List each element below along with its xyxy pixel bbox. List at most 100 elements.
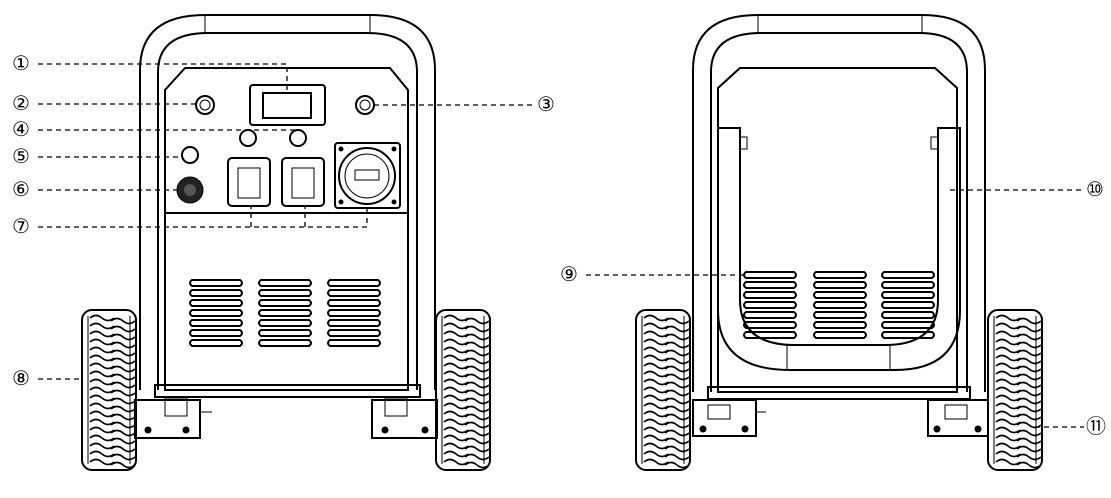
front-handle-frame: [139, 14, 436, 390]
vent-slat: [743, 271, 797, 279]
tread-mark: [443, 362, 490, 373]
front-feet: [134, 397, 438, 439]
tread-mark: [89, 314, 136, 325]
wheel-icon: [81, 309, 491, 471]
tread-mark: [443, 378, 490, 389]
vent-slat: [258, 339, 312, 347]
tread-mark: [89, 346, 136, 357]
callout-label-10: ⑩: [1086, 179, 1104, 201]
vent-slat: [813, 291, 867, 299]
tread-mark: [89, 450, 136, 461]
callout-5: ⑤: [12, 146, 182, 168]
vent-slat: [189, 339, 243, 347]
vent-slat: [743, 321, 797, 329]
indicator-left: [195, 95, 215, 115]
callouts: ① ② ③ ④ ⑤ ⑥ ⑦: [12, 53, 1106, 438]
callout-label-11: ⑪: [1086, 415, 1106, 438]
callout-7: ⑦: [12, 207, 368, 238]
tread-mark: [643, 338, 690, 349]
callout-label-2: ②: [12, 93, 30, 115]
tread-mark: [443, 426, 490, 437]
vent-icon: [743, 271, 935, 339]
tread-mark: [643, 434, 690, 445]
vent-slat: [881, 281, 935, 289]
callout-label-5: ⑤: [12, 146, 30, 168]
tread-mark: [995, 450, 1042, 461]
tread-mark: [443, 450, 490, 461]
vent-slat: [881, 331, 935, 339]
tread-mark: [89, 330, 136, 341]
vent-slat: [258, 299, 312, 307]
wheel: [635, 309, 691, 471]
tread-mark: [89, 370, 136, 381]
rear-body: [707, 67, 971, 400]
tread-mark: [643, 330, 690, 341]
vent-slat: [189, 299, 243, 307]
tread-mark: [443, 418, 490, 429]
callout-label-7: ⑦: [12, 216, 30, 238]
callout-label-1: ①: [12, 53, 30, 75]
tread-mark: [443, 338, 490, 349]
tread-mark: [443, 346, 490, 357]
tread-mark: [643, 346, 690, 357]
tread-mark: [443, 354, 490, 365]
wheel-icon: [635, 309, 1043, 471]
tread-mark: [443, 322, 490, 333]
vent-slat: [258, 279, 312, 287]
tread-mark: [995, 322, 1042, 333]
tread-mark: [995, 330, 1042, 341]
tread-mark: [643, 426, 690, 437]
callout-2: ②: [12, 93, 196, 115]
button-small: [181, 146, 199, 164]
tread-mark: [995, 418, 1042, 429]
tread-mark: [89, 338, 136, 349]
vent-slat: [881, 311, 935, 319]
tread-mark: [995, 386, 1042, 397]
tread-mark: [643, 410, 690, 421]
vent-slat: [881, 291, 935, 299]
tread-mark: [995, 434, 1042, 445]
vent-slat: [743, 311, 797, 319]
tread-mark: [643, 362, 690, 373]
tread-mark: [89, 354, 136, 365]
vent-slat: [743, 291, 797, 299]
rear-u-handle: [717, 127, 961, 371]
callout-label-6: ⑥: [12, 179, 30, 201]
vent-slat: [743, 281, 797, 289]
tread-mark: [89, 426, 136, 437]
round-socket: [334, 142, 401, 209]
tread-mark: [995, 370, 1042, 381]
vent-slat: [881, 271, 935, 279]
tread-mark: [643, 370, 690, 381]
vent-slat: [189, 289, 243, 297]
tread-mark: [995, 442, 1042, 453]
vent-slat: [813, 331, 867, 339]
tread-mark: [89, 402, 136, 413]
tread-mark: [443, 386, 490, 397]
tread-mark: [995, 362, 1042, 373]
tread-mark: [995, 402, 1042, 413]
vent-slat: [813, 271, 867, 279]
tread-mark: [643, 322, 690, 333]
vent-icon: [189, 279, 381, 347]
tread-mark: [995, 338, 1042, 349]
callout-label-9: ⑨: [560, 264, 578, 286]
callout-6: ⑥: [12, 179, 177, 201]
callout-label-8: ⑧: [12, 368, 30, 390]
breaker-2: [289, 129, 307, 147]
tread-mark: [89, 394, 136, 405]
tread-mark: [643, 402, 690, 413]
switch-icon: [249, 84, 326, 126]
callout-4: ④: [12, 119, 298, 141]
tread-mark: [995, 410, 1042, 421]
indicator-right: [355, 95, 375, 115]
tread-mark: [89, 442, 136, 453]
callout-label-4: ④: [12, 119, 30, 141]
tread-mark: [89, 418, 136, 429]
tread-mark: [443, 314, 490, 325]
tread-mark: [89, 322, 136, 333]
rear-view: [635, 14, 1043, 471]
tread-mark: [995, 458, 1042, 469]
tread-mark: [443, 402, 490, 413]
